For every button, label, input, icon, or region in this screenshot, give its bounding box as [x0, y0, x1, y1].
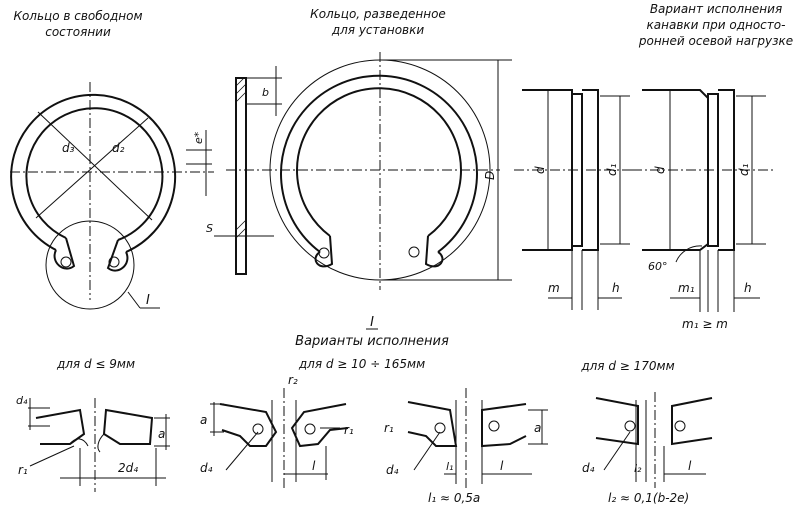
label-m: m: [548, 281, 560, 295]
label-d2: d₂: [112, 141, 125, 155]
v4-label-d4: d₄: [582, 461, 595, 475]
label-d-right: d: [653, 166, 667, 174]
v3-label-r1: r₁: [384, 421, 394, 435]
title-groove-line2: канавки при односто-: [647, 18, 786, 32]
v4-label-l2: l₂: [634, 462, 642, 475]
label-angle-60: 60°: [648, 260, 668, 273]
label-b: b: [262, 86, 269, 99]
ring-mounted: D: [262, 52, 512, 290]
label-h-right: h: [744, 281, 752, 295]
v4-label-l: l: [688, 459, 692, 473]
title-mounted-line2: для установки: [331, 23, 425, 37]
variant-1-caption: для d ≤ 9мм: [56, 357, 135, 371]
label-h-left: h: [612, 281, 620, 295]
label-e: e*: [192, 131, 205, 144]
v2-label-r1: r₁: [344, 423, 354, 437]
v1-label-r1: r₁: [18, 463, 28, 477]
label-d-left: d: [533, 166, 547, 174]
variant-detail-1: d₄ a r₁ 2d₄: [16, 394, 170, 492]
ring-free-state: d₃ d₂ e* I: [10, 82, 214, 310]
title-groove-line1: Вариант исполнения: [650, 2, 782, 16]
v2-label-d4: d₄: [200, 461, 213, 475]
v3-label-a: a: [534, 421, 541, 435]
variants-title: Варианты исполнения: [295, 334, 449, 349]
v1-label-d4: d₄: [16, 394, 28, 407]
v3-formula: l₁ ≈ 0,5a: [428, 491, 480, 505]
label-d1-left: d₁: [605, 163, 619, 176]
v1-label-a: a: [158, 427, 165, 441]
title-free-state-line1: Кольцо в свободном: [13, 9, 142, 23]
title-mounted-line1: Кольцо, разведенное: [310, 7, 446, 21]
label-D: D: [483, 171, 497, 180]
title-groove-line3: ронней осевой нагрузке: [638, 34, 793, 48]
variant-2-caption: для d ≥ 10 ÷ 165мм: [298, 357, 425, 371]
groove-section-right: d d₁ 60° m₁ h m₁ ≥ m: [632, 89, 776, 331]
title-free-state-line2: состоянии: [45, 25, 111, 39]
title-mounted: Кольцо, разведенное для установки: [310, 7, 446, 37]
variant-detail-3: r₁ a d₄ l₁ l l₁ ≈ 0,5a: [384, 388, 548, 505]
v3-label-l: l: [500, 459, 504, 473]
v2-label-l: l: [312, 459, 316, 473]
v1-label-2d4: 2d₄: [118, 461, 138, 475]
ring-side-profile: b S: [206, 66, 282, 275]
v2-label-r2: r₂: [288, 373, 298, 387]
variant-detail-2: a r₂ r₁ d₄ l: [200, 373, 354, 488]
label-d3: d₃: [62, 141, 75, 155]
label-d1-right: d₁: [737, 163, 751, 176]
variants-header: I Варианты исполнения для d ≤ 9мм для d …: [56, 315, 675, 373]
v4-formula: l₂ ≈ 0,1(b-2e): [608, 491, 689, 505]
title-free-state: Кольцо в свободном состоянии: [13, 9, 142, 39]
groove-section-left: d d₁ m h: [514, 89, 640, 310]
variant-detail-4: d₄ l₂ l l₂ ≈ 0,1(b-2e): [582, 392, 713, 505]
variants-roman: I: [370, 315, 374, 330]
label-m1: m₁: [678, 281, 695, 295]
v2-label-a: a: [200, 413, 207, 427]
v3-label-d4: d₄: [386, 463, 399, 477]
variant-3-caption: для d ≥ 170мм: [580, 359, 674, 373]
v3-label-l1: l₁: [446, 460, 453, 473]
label-m1-ge-m: m₁ ≥ m: [682, 317, 728, 331]
title-groove-variant: Вариант исполнения канавки при односто- …: [638, 2, 793, 48]
label-s: S: [206, 222, 213, 235]
label-detail-I: I: [146, 293, 150, 308]
